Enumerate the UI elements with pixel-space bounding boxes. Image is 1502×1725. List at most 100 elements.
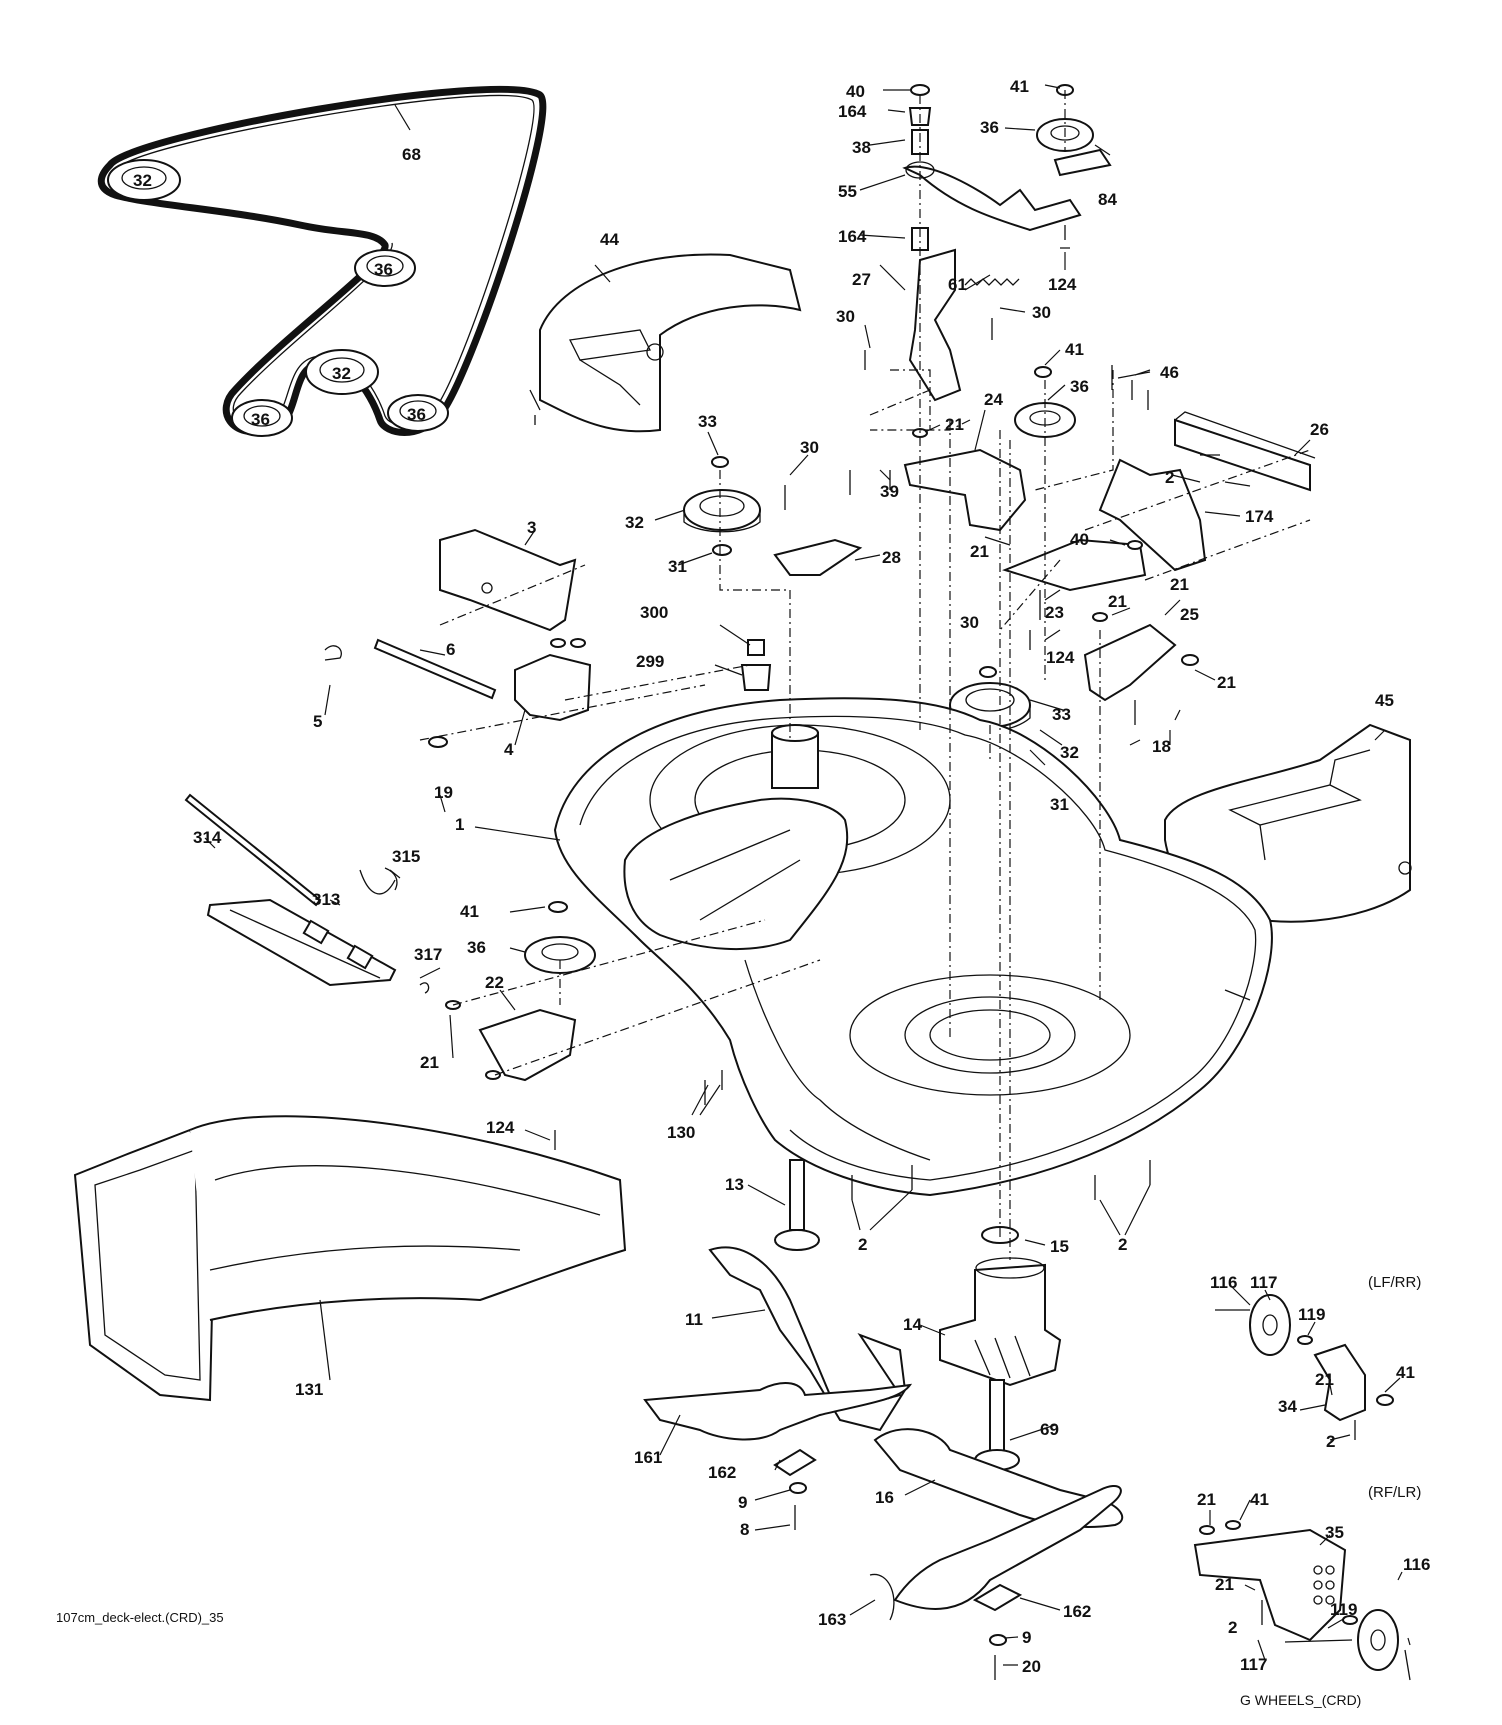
callout: 46 [1160, 363, 1179, 382]
callout: 31 [668, 557, 687, 576]
callout: 16 [875, 1488, 894, 1507]
callout: 2 [1228, 1618, 1237, 1637]
wheels-id-label: G WHEELS_(CRD) [1240, 1692, 1362, 1708]
center-spindle-blade [869, 1379, 1124, 1680]
bracket-22 [478, 1008, 577, 1082]
callout: 299 [636, 652, 664, 671]
callout: 2 [1326, 1432, 1335, 1451]
bracket-28 [773, 538, 863, 576]
callout: 161 [634, 1448, 662, 1467]
pulley-36-a [354, 249, 416, 287]
idler-arm-assembly [864, 84, 1112, 402]
callout: 34 [1278, 1397, 1297, 1416]
callout: 30 [800, 438, 819, 457]
wheel-bracket-34 [1313, 1343, 1366, 1422]
callout: 2 [1165, 468, 1174, 487]
callout: 314 [193, 828, 222, 847]
discharge-deflector-base [623, 797, 849, 951]
callout: 21 [1170, 575, 1189, 594]
rod-314 [184, 793, 322, 907]
callout: 116 [1403, 1555, 1430, 1574]
blade-161 [643, 1382, 913, 1441]
spindle-69 [989, 1379, 1005, 1456]
spindle-housing-14 [939, 1263, 1062, 1387]
blade-clip-162b [972, 1583, 1023, 1612]
callout: 317 [414, 945, 442, 964]
drive-belt [97, 85, 547, 436]
pulley-32-b [305, 349, 379, 395]
callout: 41 [1250, 1490, 1269, 1509]
callout: 38 [852, 138, 871, 157]
callout: 36 [374, 260, 393, 279]
callout: 5 [313, 712, 322, 731]
callout: 33 [698, 412, 717, 431]
callout: 163 [818, 1610, 846, 1629]
callout: 40 [1070, 530, 1089, 549]
callout: 55 [838, 182, 857, 201]
left-deck-pulley [683, 456, 863, 576]
callout: 9 [1022, 1628, 1031, 1647]
callout: 35 [1325, 1523, 1344, 1542]
callout: 130 [667, 1123, 695, 1142]
callout: 84 [1098, 190, 1117, 209]
callout: 30 [960, 613, 979, 632]
spring-61 [964, 278, 1020, 286]
callout: 11 [685, 1310, 703, 1329]
callout: 21 [1217, 673, 1236, 692]
callout: 20 [1022, 1657, 1041, 1676]
callout: 9 [738, 1493, 747, 1512]
callout: 21 [1108, 592, 1127, 611]
callout: 22 [485, 973, 504, 992]
callout: 2 [1118, 1235, 1127, 1254]
callout: 41 [1396, 1363, 1415, 1382]
bracket-3 [439, 528, 577, 632]
deck-housing [553, 697, 1273, 1197]
callout: 45 [1375, 691, 1394, 710]
callout: 164 [838, 227, 867, 246]
callout: 124 [1046, 648, 1075, 667]
callout: 33 [1052, 705, 1071, 724]
callout-labels: 68 32 36 32 36 36 44 40 164 38 55 164 41… [133, 77, 1430, 1676]
blade-163 [893, 1485, 1122, 1610]
callout: 25 [1180, 605, 1199, 624]
callout: 36 [251, 410, 270, 429]
callout: 162 [708, 1463, 736, 1482]
callout: 36 [467, 938, 486, 957]
callout: 2 [858, 1235, 867, 1254]
right-spindle-housing [939, 1160, 1151, 1387]
pulley-36-b [231, 399, 293, 437]
callout: 119 [1330, 1600, 1357, 1619]
bracket-4 [514, 653, 592, 722]
callout: 24 [984, 390, 1003, 409]
alignment-lines [419, 90, 1311, 1260]
left-spindle-blade [643, 1159, 913, 1530]
callout: 41 [1010, 77, 1029, 96]
callout: 26 [1310, 420, 1329, 439]
leader-lines [204, 84, 1411, 1666]
callout: 19 [434, 783, 453, 802]
callout: 124 [486, 1118, 515, 1137]
callout: 174 [1245, 507, 1274, 526]
callout: 39 [880, 482, 899, 501]
callout: 36 [1070, 377, 1089, 396]
rod-6 [373, 638, 497, 700]
wheel-117a [1249, 1294, 1291, 1356]
callout: 68 [402, 145, 421, 164]
callout: 36 [407, 405, 426, 424]
callout: 32 [332, 364, 351, 383]
callout: 116 [1210, 1273, 1237, 1292]
callout: 3 [527, 518, 536, 537]
pulley-32-a [107, 159, 181, 201]
callout: 18 [1152, 737, 1171, 756]
bracket-23 [1001, 538, 1147, 592]
callout: 30 [1032, 303, 1051, 322]
gauge-wheel-rf-lr [1193, 1520, 1411, 1681]
callout: 21 [1315, 1370, 1334, 1389]
callout: 13 [725, 1175, 744, 1194]
belt-cover-left [529, 253, 802, 433]
callout: 30 [836, 307, 855, 326]
callout: 23 [1045, 603, 1064, 622]
callout: 4 [504, 740, 514, 759]
spindle-13 [789, 1159, 805, 1231]
